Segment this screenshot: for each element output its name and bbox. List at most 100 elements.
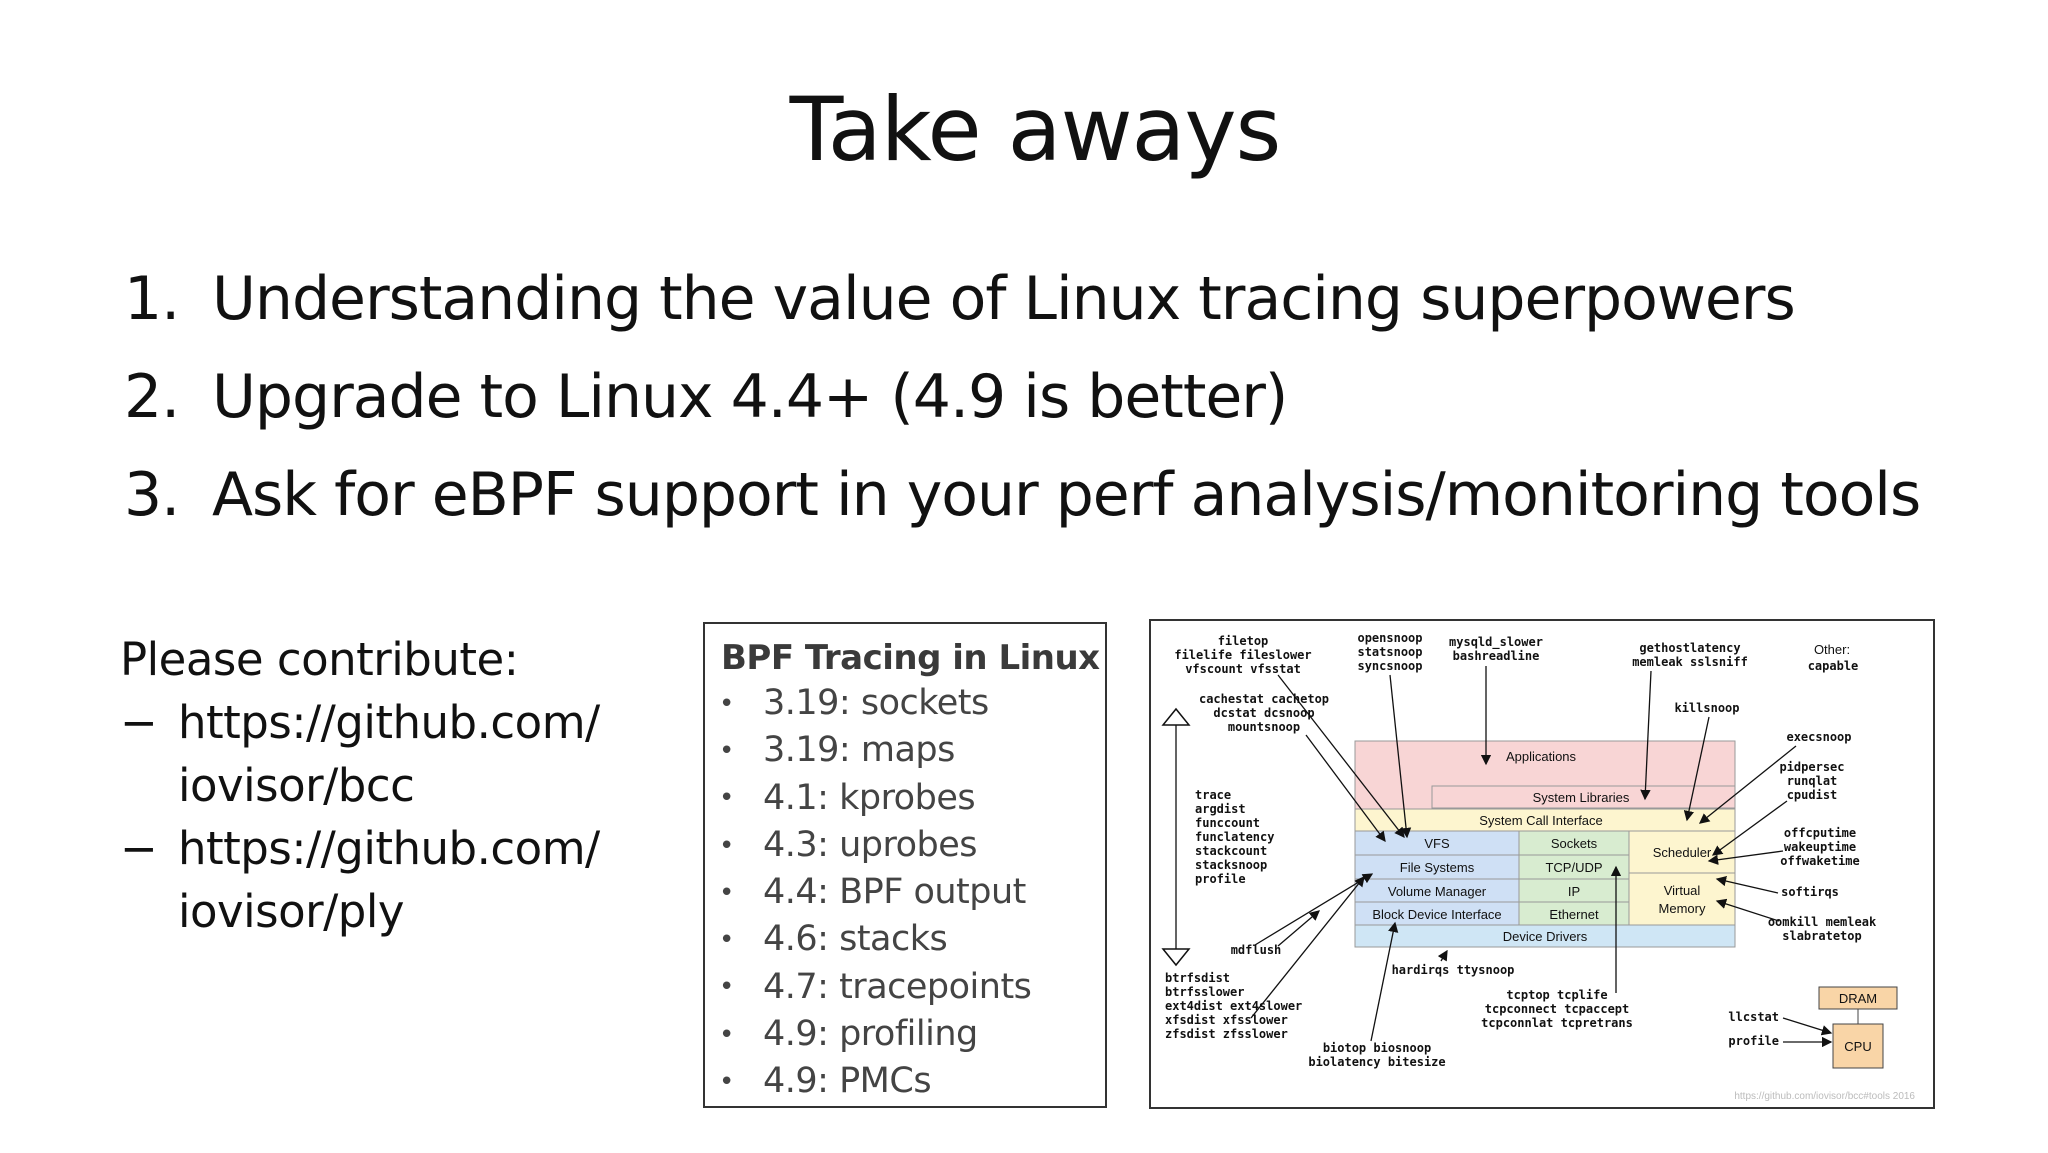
tool-label: execsnoop bbox=[1786, 730, 1851, 744]
item-text: Ask for eBPF support in your perf analys… bbox=[212, 460, 1921, 530]
tool-label: offcputime bbox=[1784, 826, 1856, 840]
bpf-version-item: • 4.6: stacks bbox=[705, 916, 1105, 963]
bpf-version-item: •3.19: sockets bbox=[705, 680, 1105, 727]
link-ply[interactable]: −https://github.com/ bbox=[120, 817, 600, 880]
tcpudp-label: TCP/UDP bbox=[1545, 860, 1602, 875]
item-number: 1. bbox=[124, 264, 180, 334]
applications-label: Applications bbox=[1506, 749, 1577, 764]
takeaway-item: 1.Understanding the value of Linux traci… bbox=[124, 250, 1920, 348]
bpf-version-text: 4.4: BPF output bbox=[763, 872, 1026, 912]
block-device-label: Block Device Interface bbox=[1372, 907, 1501, 922]
cpu-box bbox=[1832, 1023, 1884, 1069]
bpf-version-item: • 4.4: BPF output bbox=[705, 869, 1105, 916]
link-text[interactable]: https://github.com/ bbox=[178, 696, 600, 749]
tool-label: stacksnoop bbox=[1195, 858, 1267, 872]
tool-label: slabratetop bbox=[1782, 929, 1861, 943]
tool-label: killsnoop bbox=[1674, 701, 1739, 715]
virtual-memory-label: Virtual bbox=[1664, 883, 1701, 898]
bpf-version-item: • 4.9: PMCs bbox=[705, 1058, 1105, 1105]
bpf-version-item: •3.19: maps bbox=[705, 727, 1105, 774]
system-libraries-layer bbox=[1431, 785, 1736, 809]
tool-label: xfsdist xfsslower bbox=[1165, 1013, 1288, 1027]
tool-label: vfscount vfsstat bbox=[1185, 662, 1301, 676]
bpf-version-item: • 4.7: tracepoints bbox=[705, 964, 1105, 1011]
tool-label: mysqld_slower bbox=[1449, 635, 1543, 650]
item-number: 2. bbox=[124, 362, 180, 432]
tool-label: profile bbox=[1195, 872, 1246, 886]
tool-label: wakeuptime bbox=[1784, 840, 1856, 854]
bpf-version-list: •3.19: sockets •3.19: maps •4.1: kprobes… bbox=[705, 680, 1105, 1105]
item-number: 3. bbox=[124, 460, 180, 530]
link-text[interactable]: iovisor/bcc bbox=[178, 759, 415, 812]
bullet: • bbox=[719, 830, 734, 861]
contribute-section: Please contribute: −https://github.com/ … bbox=[120, 628, 600, 943]
link-bcc[interactable]: −https://github.com/ bbox=[120, 691, 600, 754]
tool-label: statsnoop bbox=[1357, 645, 1422, 659]
link-text[interactable]: iovisor/ply bbox=[178, 885, 405, 938]
bpf-version-text: 4.3: uprobes bbox=[763, 824, 978, 865]
ethernet-label: Ethernet bbox=[1549, 907, 1599, 922]
bullet: • bbox=[719, 877, 734, 908]
tool-label: trace bbox=[1195, 788, 1231, 802]
bpf-version-item: • 4.9: profiling bbox=[705, 1011, 1105, 1058]
bpf-version-text: 3.19: maps bbox=[763, 730, 955, 771]
tool-label: tcpconnlat tcpretrans bbox=[1481, 1016, 1633, 1030]
bullet: • bbox=[719, 783, 734, 814]
tool-label: btrfsdist bbox=[1165, 971, 1230, 985]
ip-label: IP bbox=[1568, 884, 1580, 899]
link-text[interactable]: https://github.com/ bbox=[178, 822, 600, 875]
bpf-version-text: 4.6: stacks bbox=[763, 919, 948, 960]
takeaway-item: 3. Ask for eBPF support in your perf anal… bbox=[124, 446, 1921, 544]
tool-label: runqlat bbox=[1787, 774, 1838, 788]
volume-manager-label: Volume Manager bbox=[1388, 884, 1487, 899]
takeaway-list: 1.Understanding the value of Linux traci… bbox=[124, 250, 1921, 544]
link-bcc-cont[interactable]: iovisor/bcc bbox=[120, 754, 600, 817]
tool-label: tcpconnect tcpaccept bbox=[1485, 1002, 1630, 1016]
bpf-version-text: 3.19: sockets bbox=[763, 683, 989, 723]
tool-label: capable bbox=[1808, 659, 1859, 673]
bpf-version-text: 4.1: kprobes bbox=[763, 777, 976, 818]
tool-label: memleak sslsniff bbox=[1632, 655, 1748, 669]
tool-label: filetop bbox=[1218, 634, 1269, 648]
diagram-canvas: Applications System Libraries System Cal… bbox=[1161, 631, 1915, 1102]
tool-label: gethostlatency bbox=[1639, 641, 1740, 655]
tool-label: funclatency bbox=[1195, 830, 1274, 844]
bpf-box-title: BPF Tracing in Linux bbox=[721, 638, 1100, 678]
bullet: • bbox=[719, 925, 734, 955]
tool-label: argdist bbox=[1195, 802, 1246, 816]
bpf-version-item: • 4.3: uprobes bbox=[705, 822, 1105, 869]
tool-label: Other: bbox=[1814, 642, 1850, 657]
tool-label: funccount bbox=[1195, 816, 1260, 830]
virtual-memory-label-2: Memory bbox=[1659, 901, 1706, 916]
tool-label: biotop biosnoop bbox=[1323, 1041, 1431, 1055]
tool-label: tcptop tcplife bbox=[1506, 988, 1607, 1002]
tool-label: syncsnoop bbox=[1357, 659, 1422, 673]
tool-label: opensnoop bbox=[1357, 631, 1422, 645]
tool-label: dcstat dcsnoop bbox=[1213, 706, 1314, 720]
tool-label: llcstat bbox=[1728, 1010, 1779, 1024]
bullet: • bbox=[719, 972, 734, 1003]
contribute-heading: Please contribute: bbox=[120, 633, 519, 686]
tool-label: btrfsslower bbox=[1165, 985, 1244, 999]
tool-label: oomkill memleak bbox=[1768, 915, 1877, 929]
scheduler-label: Scheduler bbox=[1653, 845, 1712, 860]
item-text: Upgrade to Linux 4.4+ (4.9 is better) bbox=[212, 362, 1288, 432]
bcc-tools-diagram: Applications System Libraries System Cal… bbox=[1149, 619, 1935, 1109]
filesystems-label: File Systems bbox=[1400, 860, 1475, 875]
bpf-version-item: • 4.1: kprobes bbox=[705, 775, 1105, 822]
tool-label: cachestat cachetop bbox=[1199, 692, 1329, 706]
bullet: • bbox=[719, 1066, 734, 1097]
dash-bullet: − bbox=[120, 822, 158, 875]
bullet: • bbox=[719, 1019, 734, 1050]
tool-label: offwaketime bbox=[1780, 854, 1859, 868]
link-ply-cont[interactable]: iovisor/ply bbox=[120, 880, 600, 943]
tool-label: filelife fileslower bbox=[1174, 648, 1311, 662]
tool-label: stackcount bbox=[1195, 844, 1267, 858]
bpf-version-text: 4.7: tracepoints bbox=[763, 966, 1032, 1007]
tool-label: cpudist bbox=[1787, 788, 1838, 802]
tool-label: hardirqs ttysnoop bbox=[1392, 963, 1515, 977]
tool-label: bashreadline bbox=[1453, 649, 1540, 663]
bpf-version-text: 4.9: PMCs bbox=[763, 1061, 932, 1101]
device-drivers-label: Device Drivers bbox=[1503, 929, 1588, 944]
bpf-version-text: 4.9: profiling bbox=[763, 1013, 978, 1054]
